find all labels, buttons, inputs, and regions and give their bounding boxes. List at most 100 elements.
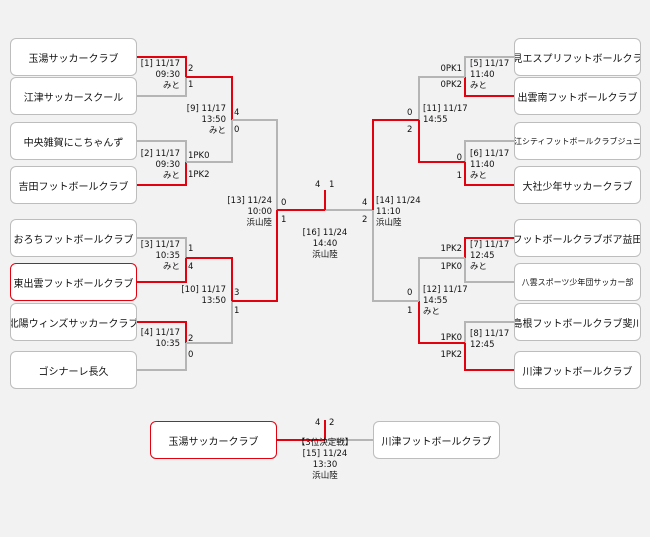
line (186, 120, 233, 163)
match-venue: 浜山陸 (312, 471, 338, 481)
match-info: [14] 11/24 11:10 浜山陸 (376, 196, 421, 229)
match-info: [7] 11/17 12:45 みと (470, 240, 509, 273)
team-box: おろちフットボールクラブ (10, 219, 137, 257)
match-info: [1] 11/17 09:30 みと (125, 59, 180, 92)
match-venue: みと (470, 262, 488, 272)
team-box: 大社少年サッカークラブ (514, 166, 641, 204)
score: 1PK0 (188, 151, 210, 161)
team-name: 玉湯サッカークラブ (28, 53, 119, 65)
match-number: [5] 11/17 (470, 59, 510, 69)
score: 0 (234, 125, 240, 135)
line (372, 210, 419, 302)
match-time: 14:55 (423, 115, 448, 125)
line (186, 76, 233, 120)
match-venue: みと (470, 81, 488, 91)
line (418, 257, 465, 301)
line (464, 56, 514, 77)
match-time: 11:40 (470, 160, 495, 170)
score: 1PK0 (440, 333, 462, 343)
line (464, 237, 514, 258)
team-name: 江津サッカースクール (23, 92, 124, 104)
match-time: 09:30 (155, 160, 181, 170)
line (137, 237, 187, 258)
match-title: 【3位決定戦】 (296, 438, 354, 448)
score: 0 (456, 153, 462, 163)
team-name: 中央雑賀にこちゃんず (23, 137, 124, 149)
line (137, 77, 187, 97)
match-venue: みと (162, 171, 180, 181)
team-box: 出雲南フットボールクラブ (514, 77, 641, 115)
team-name: 吉田フットボールクラブ (18, 181, 129, 193)
score: 4 (188, 262, 194, 272)
team-name: 石見エスプリフットボールクラブ (514, 53, 640, 65)
match-time: 13:50 (201, 115, 227, 125)
match-venue: みと (162, 81, 180, 91)
match-time: 10:35 (155, 251, 181, 261)
team-name: おろちフットボールクラブ (13, 234, 134, 246)
team-box: 北陽ウィンズサッカークラブ (10, 303, 137, 341)
team-name: 東出雲フットボールクラブ (13, 278, 134, 290)
match-info: [3] 11/17 10:35 みと (125, 240, 180, 273)
team-name: 松江シティフットボールクラブジュニア (514, 136, 641, 146)
team-box: 八雲スポーツ少年団サッカー部 (514, 263, 641, 301)
line (464, 321, 514, 343)
team-name: フットボールクラブボア益田 (514, 234, 641, 246)
match-number: [9] 11/17 (186, 104, 226, 114)
match-time: 11:40 (470, 70, 495, 80)
match-info: [10] 11/17 13:50 (170, 285, 226, 307)
match-time: 11:10 (376, 207, 401, 217)
match-venue: みと (423, 307, 441, 317)
line (418, 301, 465, 344)
match-number: [13] 11/24 (227, 196, 272, 206)
line (232, 119, 278, 210)
team-name: ゴシナーレ長久 (38, 366, 109, 378)
score: 0 (188, 350, 194, 360)
match-info: 【3位決定戦】 [15] 11/24 13:30 浜山陸 (280, 438, 370, 482)
score: 1 (188, 80, 194, 90)
match-number: [1] 11/17 (140, 59, 180, 69)
match-time: 14:40 (312, 239, 338, 249)
score: 0PK1 (440, 64, 462, 74)
team-box: 江津サッカースクール (10, 77, 137, 115)
match-venue: みと (470, 171, 488, 181)
team-name: 大社少年サッカークラブ (522, 181, 633, 193)
match-info: [5] 11/17 11:40 みと (470, 59, 509, 92)
score: 1 (407, 306, 413, 316)
match-info: [16] 11/24 14:40 浜山陸 (290, 228, 360, 261)
team-box: 中央雑賀にこちゃんず (10, 122, 137, 160)
line (137, 140, 187, 162)
match-info: [9] 11/17 13:50 みと (170, 104, 226, 137)
match-number: [15] 11/24 (302, 449, 348, 459)
match-number: [7] 11/17 (470, 240, 510, 250)
team-box: 石見エスプリフットボールクラブ (514, 38, 641, 76)
match-number: [12] 11/17 (423, 285, 468, 295)
team-box: 吉田フットボールクラブ (10, 166, 137, 204)
score: 1 (234, 306, 240, 316)
score: 1 (188, 244, 194, 254)
team-name: 北陽ウィンズサッカークラブ (10, 318, 137, 330)
match-info: [13] 11/24 10:00 浜山陸 (215, 196, 272, 229)
team-name: 島根フットボールクラブ斐川 (514, 318, 641, 330)
score: 0 (407, 108, 413, 118)
match-number: [10] 11/17 (181, 285, 226, 295)
line (372, 119, 419, 210)
line (418, 120, 465, 163)
match-info: [12] 11/17 14:55 みと (423, 285, 468, 318)
line (464, 140, 514, 162)
team-name: 川津フットボールクラブ (381, 436, 492, 448)
line (464, 343, 514, 371)
match-number: [6] 11/17 (470, 149, 510, 159)
score: 2 (188, 64, 194, 74)
match-info: [11] 11/17 14:55 (423, 104, 468, 126)
line (137, 343, 187, 371)
team-box: 東出雲フットボールクラブ (10, 263, 137, 301)
team-box: 松江シティフットボールクラブジュニア (514, 122, 641, 160)
score: 1PK2 (188, 170, 210, 180)
match-venue: 浜山陸 (312, 250, 338, 260)
team-box: 川津フットボールクラブ (514, 351, 641, 389)
score: 3 (234, 288, 240, 298)
match-info: [8] 11/17 12:45 (470, 329, 509, 351)
match-info: [4] 11/17 10:35 (125, 328, 180, 350)
